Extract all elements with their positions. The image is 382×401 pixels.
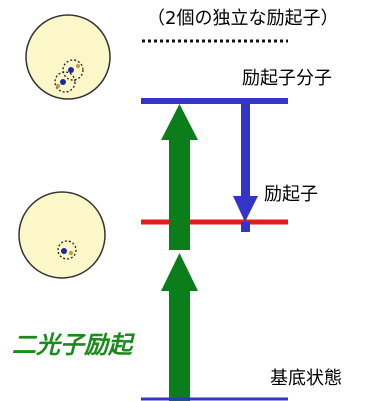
blue-decay-arrow <box>233 104 258 232</box>
green-upper-arrow <box>161 104 198 250</box>
exciton-label: 励起子 <box>264 184 318 205</box>
independent-excitons-label: （2個の独立な励起子） <box>147 8 339 29</box>
green-lower-arrow <box>161 253 198 401</box>
two-photon-excitation-label: 二光子励起 <box>12 331 132 359</box>
exciton-molecule-label: 励起子分子 <box>242 68 332 89</box>
ground-state-label: 基底状態 <box>270 368 342 389</box>
exciton-pair-circle-icon <box>25 14 111 100</box>
single-exciton-circle-icon <box>18 191 106 279</box>
